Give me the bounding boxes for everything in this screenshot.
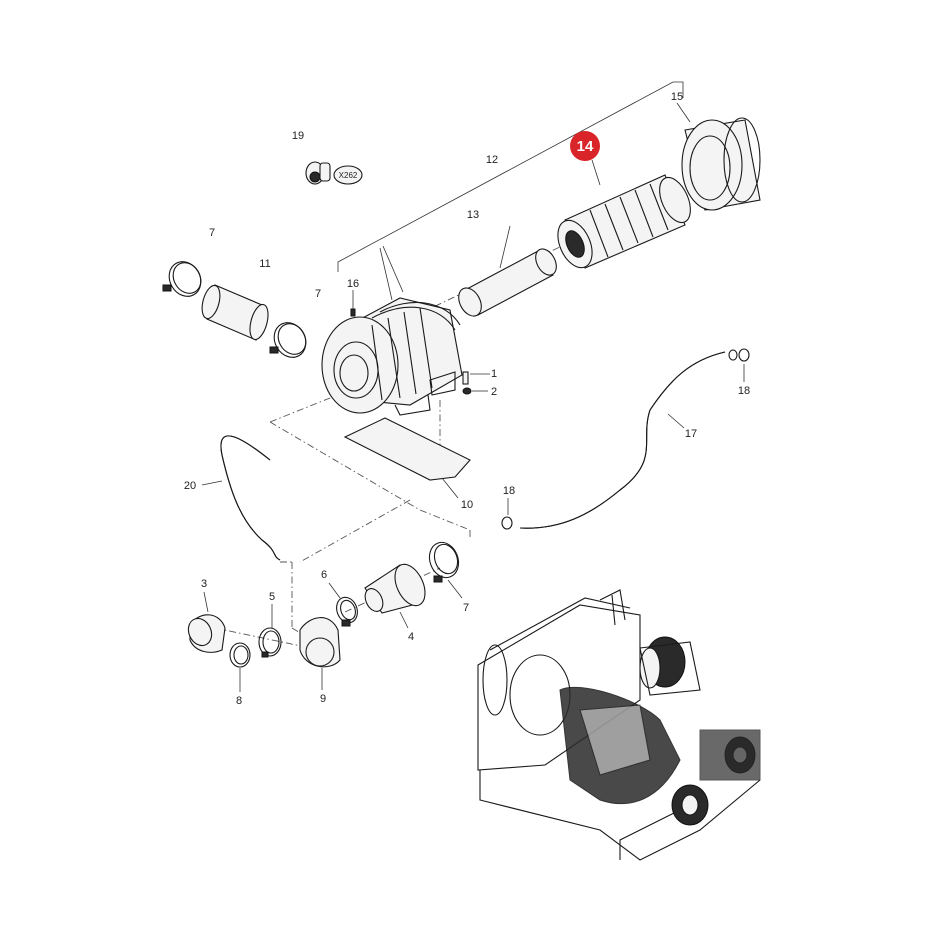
callout-15: 15 — [671, 91, 683, 103]
callout-3: 3 — [201, 578, 207, 590]
callout-8: 8 — [236, 695, 242, 707]
part-18-clamp-b[interactable] — [501, 498, 513, 530]
highlighted-callout-14[interactable]: 14 — [570, 131, 600, 161]
callout-1: 1 — [491, 368, 497, 380]
callout-11: 11 — [259, 258, 270, 270]
callout-13: 13 — [467, 209, 479, 221]
part-6-clamp[interactable] — [328, 582, 361, 627]
part-10-plate[interactable] — [343, 417, 471, 499]
callout-7a: 7 — [209, 227, 215, 239]
part-14-main-filter[interactable] — [551, 159, 697, 273]
part-9-elbow[interactable] — [299, 617, 341, 690]
part-7-clamp-c[interactable] — [425, 538, 464, 599]
part-1-screw[interactable] — [462, 371, 490, 385]
part-4-reducer[interactable] — [362, 560, 431, 629]
part-2-washer[interactable] — [462, 387, 488, 395]
part-15-cover[interactable] — [676, 102, 761, 211]
part-13-inner-filter[interactable] — [454, 225, 560, 320]
callout-4: 4 — [408, 631, 414, 643]
callout-17: 17 — [685, 428, 697, 440]
connector-tag-label: X262 — [339, 171, 358, 180]
callout-2: 2 — [491, 386, 497, 398]
assembly-bracket-12 — [337, 81, 684, 301]
callout-5: 5 — [269, 591, 275, 603]
part-8-clamp[interactable] — [229, 642, 251, 692]
engine-overview-illustration — [477, 589, 761, 861]
callout-20: 20 — [184, 480, 196, 492]
callout-19: 19 — [292, 130, 304, 142]
callout-16: 16 — [347, 278, 359, 290]
callout-12: 12 — [486, 154, 498, 166]
part-17-hose[interactable] — [519, 351, 726, 529]
part-3-elbow[interactable] — [184, 591, 226, 653]
part-7-clamp-a[interactable] — [162, 256, 207, 302]
callout-labels: 1 2 3 4 5 6 7 7 7 8 9 10 11 12 13 15 16 … — [184, 91, 750, 707]
part-18-clamp-a[interactable] — [728, 348, 750, 382]
highlighted-callout-label: 14 — [577, 138, 594, 155]
callout-7b: 7 — [315, 288, 321, 300]
part-19-sensor[interactable]: X262 — [305, 161, 363, 185]
part-5-clamp[interactable] — [258, 604, 282, 658]
part-7-clamp-b[interactable] — [268, 317, 312, 363]
callout-18a: 18 — [738, 385, 750, 397]
assembly-centerlines — [214, 189, 681, 651]
part-20-hose[interactable] — [201, 435, 281, 561]
callout-7c: 7 — [463, 602, 469, 614]
connector-tag-x262 — [333, 165, 363, 185]
callout-6: 6 — [321, 569, 327, 581]
part-16-bolt[interactable] — [350, 290, 356, 317]
part-11-sleeve[interactable] — [199, 284, 272, 342]
air-filter-housing[interactable] — [321, 297, 463, 416]
callout-9: 9 — [320, 693, 326, 705]
callout-10: 10 — [461, 499, 473, 511]
callout-18b: 18 — [503, 485, 515, 497]
